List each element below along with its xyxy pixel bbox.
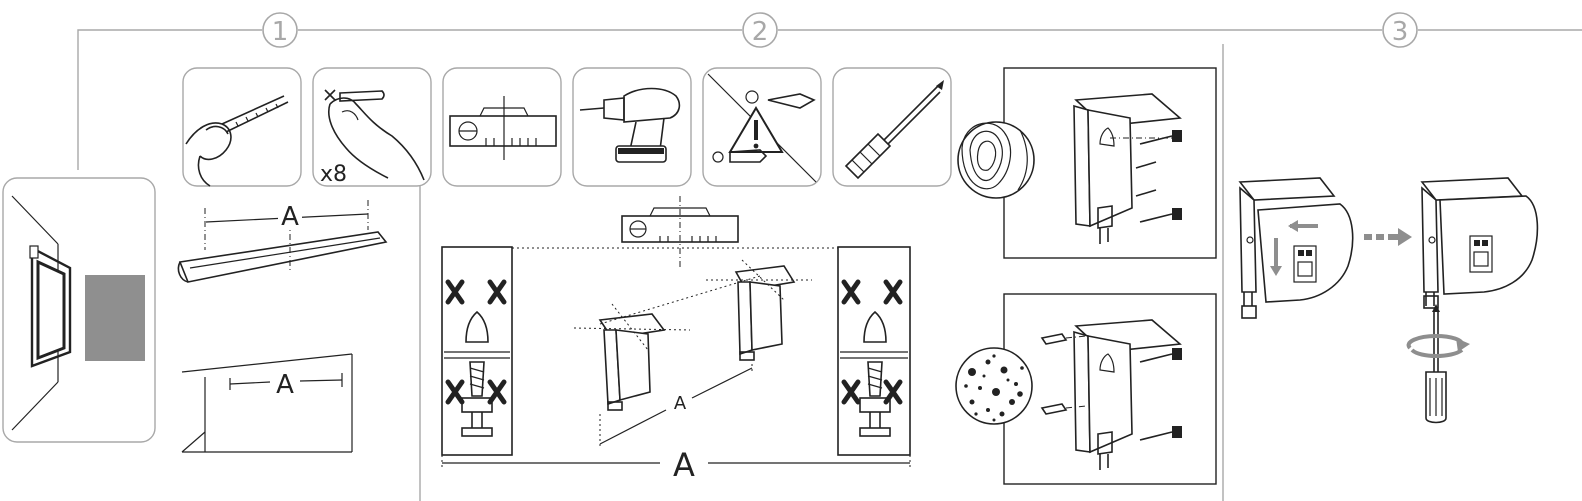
screen-hanging-step <box>1238 177 1354 319</box>
step-header <box>77 29 1582 501</box>
concrete-wall-mounting <box>955 293 1217 485</box>
screen-fixed-step <box>1406 177 1539 424</box>
blocked-hole-marks <box>445 279 507 405</box>
middle-bracket-left <box>573 303 691 411</box>
total-width-label: A <box>673 446 695 484</box>
blocked-hole-marks <box>841 279 903 405</box>
total-width-measure: A <box>441 446 911 484</box>
step-1-number: 1 <box>272 17 289 47</box>
concrete-texture-icon <box>955 347 1033 425</box>
projected-image <box>85 275 145 361</box>
wall-measure: A <box>181 353 353 453</box>
wall-type-warning-icon <box>702 67 822 187</box>
right-end-bracket <box>837 246 911 456</box>
screen-case-measure: A <box>177 200 388 283</box>
step-2-badge: 2 <box>742 12 778 48</box>
case-distance-label: A <box>281 202 299 232</box>
cordless-drill-icon <box>572 67 692 187</box>
step-1-badge: 1 <box>262 12 298 48</box>
screws-concrete <box>1040 333 1182 441</box>
wood-grain-icon <box>957 121 1035 199</box>
anchor-count-label: x8 <box>320 162 347 187</box>
screws-wood <box>1110 130 1182 223</box>
wall-distance-label: A <box>276 370 294 400</box>
screwdriver-icon <box>832 67 952 187</box>
wood-wall-mounting <box>957 67 1217 259</box>
step-2-number: 2 <box>752 17 769 47</box>
room-overview-icon <box>2 177 156 443</box>
middle-bracket-right <box>706 259 812 361</box>
bracket-spacing-label: A <box>674 393 687 414</box>
step-3-number: 3 <box>1392 17 1409 47</box>
slide-arrow-icon <box>1364 228 1412 246</box>
wall-plug-icon: x8 <box>312 67 432 187</box>
left-end-bracket <box>441 246 513 456</box>
measuring-tape-icon <box>182 67 302 187</box>
spirit-level-icon <box>442 67 562 187</box>
step-3-badge: 3 <box>1382 12 1418 48</box>
level-on-brackets <box>512 196 838 268</box>
bracket-spacing-measure: A <box>599 364 753 446</box>
